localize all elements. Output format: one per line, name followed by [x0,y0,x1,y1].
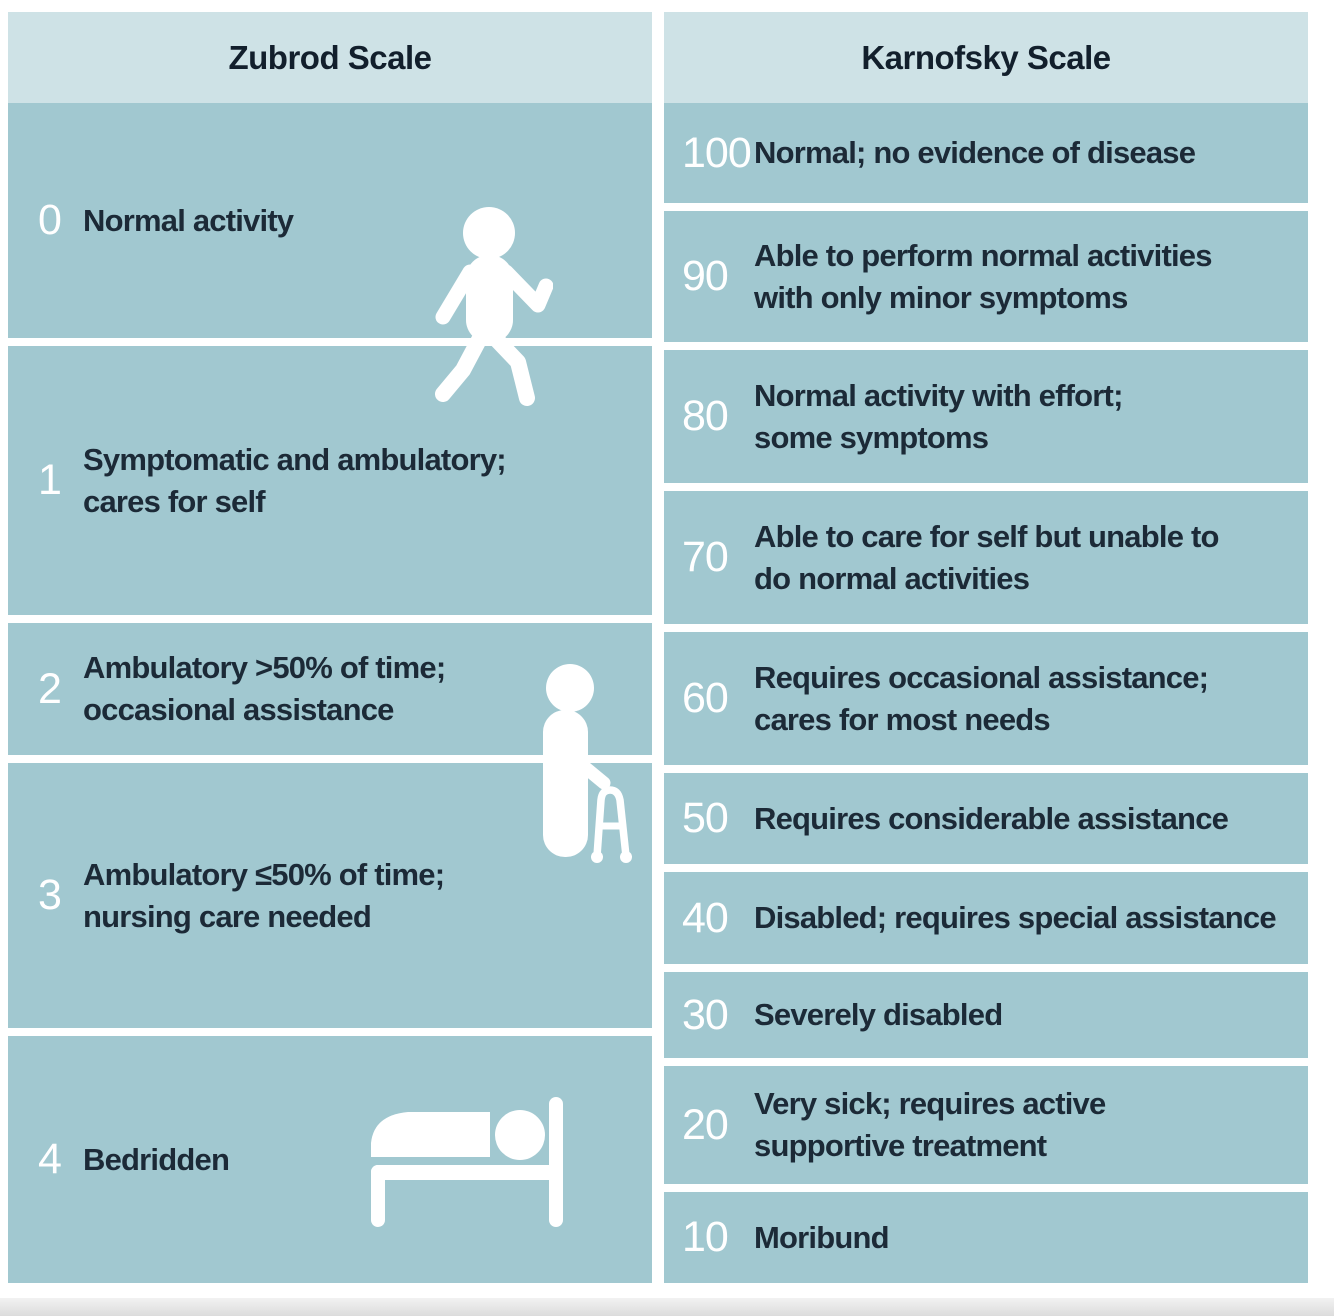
karnofsky-score-20: 20 [682,1100,729,1149]
zubrod-row-4: 4 Bedridden [8,1036,652,1283]
karnofsky-score-90: 90 [682,252,729,300]
karnofsky-row-100: 100 Normal; no evidence of disease [664,103,1308,203]
karnofsky-score-40: 40 [682,893,729,942]
karnofsky-title: Karnofsky Scale [861,38,1111,76]
karnofsky-row-80: 80 Normal activity with effort; some sym… [664,350,1308,483]
karnofsky-label-90: Able to perform normal activities with o… [754,237,1212,315]
zubrod-score-3: 3 [38,871,62,919]
karnofsky-label-70: Able to care for self but unable to do n… [754,518,1219,596]
karnofsky-label-50: Requires considerable assistance [754,800,1229,836]
zubrod-score-0: 0 [38,196,62,244]
karnofsky-row-10: 10 Moribund [664,1192,1308,1283]
zubrod-label-2: Ambulatory >50% of time; occasional assi… [83,650,446,727]
karnofsky-header: Karnofsky Scale [664,12,1308,103]
zubrod-score-2: 2 [38,664,62,713]
karnofsky-score-100: 100 [682,128,752,177]
zubrod-row-3: 3 Ambulatory ≤50% of time; nursing care … [8,763,652,1028]
zubrod-label-0: Normal activity [83,202,294,238]
karnofsky-score-50: 50 [682,794,729,842]
karnofsky-label-80: Normal activity with effort; some sympto… [754,377,1123,455]
karnofsky-label-30: Severely disabled [754,997,1003,1032]
zubrod-label-1: Symptomatic and ambulatory; cares for se… [83,441,507,519]
karnofsky-row-60: 60 Requires occasional assistance; cares… [664,632,1308,765]
bottom-edge-strip [0,1298,1334,1316]
karnofsky-score-70: 70 [682,533,729,581]
karnofsky-column: Karnofsky Scale 100 Normal; no evidence … [664,12,1308,1283]
zubrod-label-4: Bedridden [83,1141,230,1177]
zubrod-label-3: Ambulatory ≤50% of time; nursing care ne… [83,856,445,934]
zubrod-column: Zubrod Scale 0 Normal activity 1 Symptom… [8,12,652,1283]
karnofsky-row-50: 50 Requires considerable assistance [664,773,1308,864]
karnofsky-score-10: 10 [682,1213,729,1261]
zubrod-score-4: 4 [38,1135,62,1183]
karnofsky-label-60: Requires occasional assistance; cares fo… [754,659,1209,737]
karnofsky-label-100: Normal; no evidence of disease [754,135,1196,170]
karnofsky-score-30: 30 [682,990,729,1039]
zubrod-score-1: 1 [38,456,62,504]
zubrod-row-0: 0 Normal activity [8,103,652,338]
karnofsky-row-90: 90 Able to perform normal activities wit… [664,211,1308,342]
karnofsky-row-20: 20 Very sick; requires active supportive… [664,1066,1308,1184]
zubrod-header: Zubrod Scale [8,12,652,103]
karnofsky-row-40: 40 Disabled; requires special assistance [664,872,1308,964]
zubrod-row-2: 2 Ambulatory >50% of time; occasional as… [8,623,652,755]
karnofsky-label-20: Very sick; requires active supportive tr… [754,1086,1106,1163]
karnofsky-score-60: 60 [682,674,729,722]
karnofsky-score-80: 80 [682,392,729,440]
zubrod-title: Zubrod Scale [228,38,432,76]
karnofsky-label-40: Disabled; requires special assistance [754,900,1277,935]
karnofsky-row-70: 70 Able to care for self but unable to d… [664,491,1308,624]
karnofsky-label-10: Moribund [754,1219,890,1255]
zubrod-row-1: 1 Symptomatic and ambulatory; cares for … [8,346,652,615]
karnofsky-row-30: 30 Severely disabled [664,972,1308,1058]
